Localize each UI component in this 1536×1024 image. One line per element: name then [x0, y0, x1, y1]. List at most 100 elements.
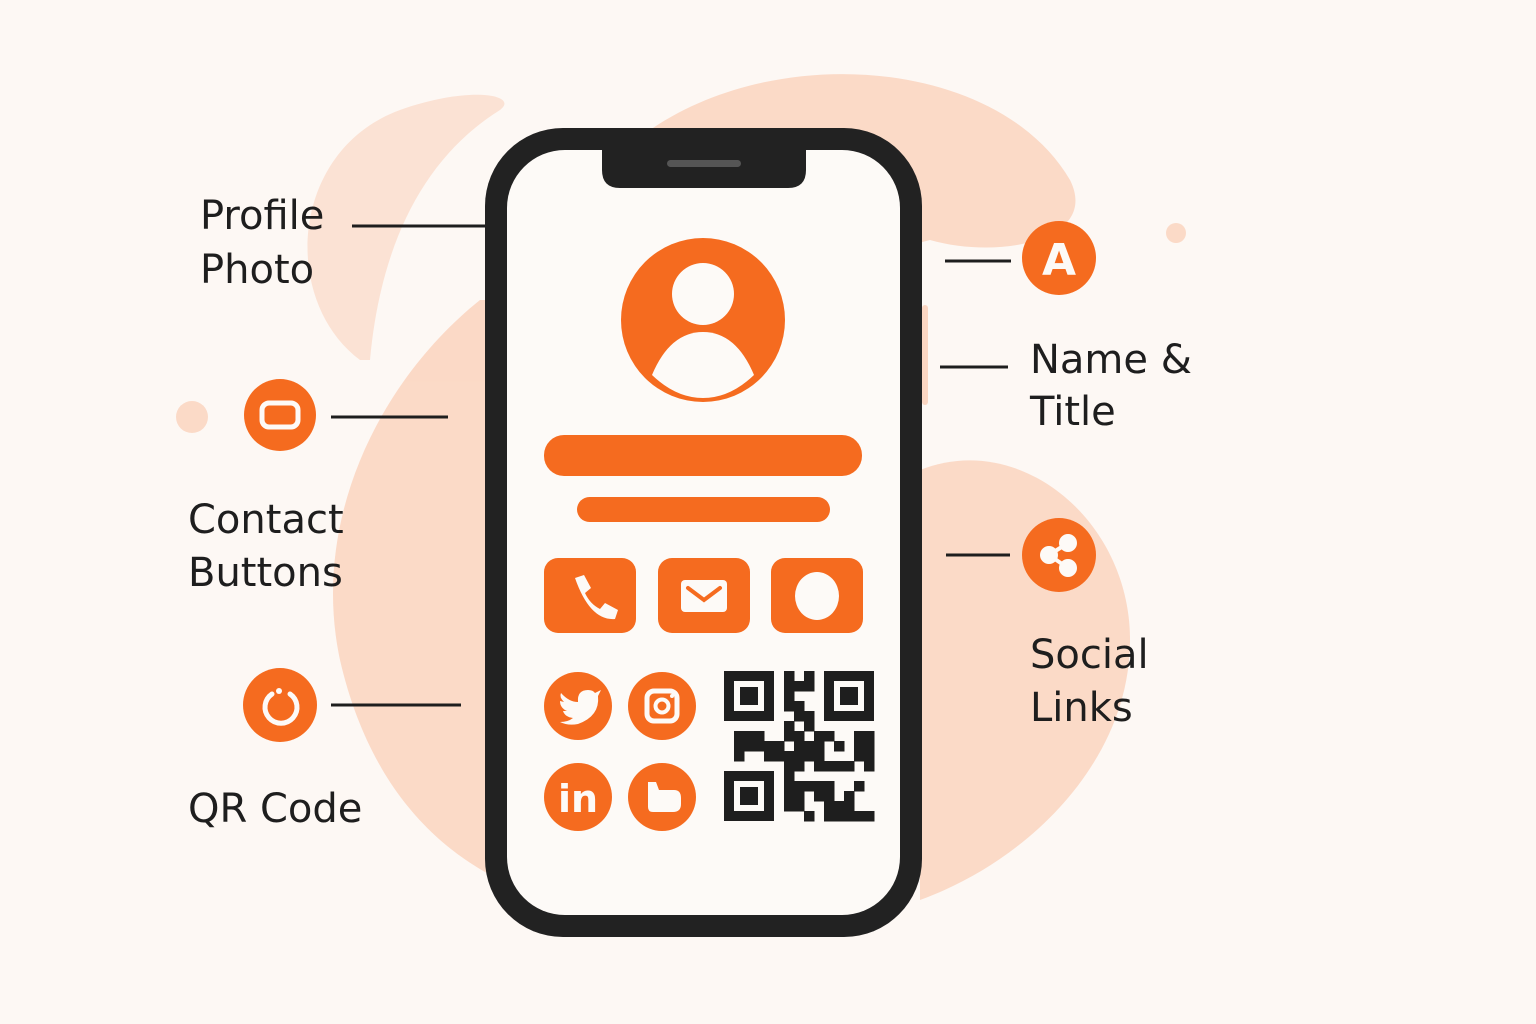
callout-qr-code: QR Code — [188, 668, 461, 832]
label-profile: Profile — [200, 193, 324, 239]
qr-module — [754, 731, 765, 742]
thumbs-up-icon — [648, 782, 681, 812]
qr-module — [734, 731, 745, 742]
qr-module — [784, 731, 795, 742]
qr-module — [804, 811, 815, 822]
qr-callout-circle — [243, 668, 317, 742]
qr-module — [854, 751, 865, 762]
qr-module — [834, 801, 845, 812]
callout-contact-buttons: Contact Buttons — [188, 379, 448, 596]
qr-module — [774, 741, 785, 752]
qr-module — [844, 791, 855, 802]
label-links: Links — [1030, 685, 1133, 731]
qr-module — [794, 751, 805, 762]
qr-module — [844, 761, 855, 772]
twitter-link[interactable] — [544, 672, 612, 740]
callout-profile-photo: Profile Photo — [200, 193, 485, 293]
qr-module — [854, 811, 865, 822]
qr-module — [734, 741, 745, 752]
twitter-icon — [560, 690, 601, 725]
phone: in — [485, 128, 928, 937]
chat-button[interactable] — [771, 558, 863, 633]
avatar-body — [652, 332, 754, 398]
qr-module — [864, 731, 875, 742]
qr-module — [864, 761, 875, 772]
qr-module — [834, 741, 845, 752]
qr-module — [784, 791, 795, 802]
qr-module — [814, 751, 825, 762]
qr-module — [804, 751, 815, 762]
contact-callout-circle — [244, 379, 316, 451]
qr-module — [864, 811, 875, 822]
qr-module — [784, 771, 795, 782]
qr-module — [814, 781, 825, 792]
qr-module — [840, 687, 858, 705]
qr-module — [824, 791, 835, 802]
like-link[interactable] — [628, 763, 696, 831]
callout-name-title: A Name & Title — [940, 221, 1192, 435]
qr-module — [794, 731, 805, 742]
qr-module — [844, 801, 855, 812]
qr-module — [804, 721, 815, 732]
label-qr-code: QR Code — [188, 786, 362, 832]
qr-module — [864, 741, 875, 752]
qr-module — [754, 741, 765, 752]
side-button — [922, 305, 928, 405]
qr-module — [864, 751, 875, 762]
rectangle-icon — [259, 400, 301, 430]
mail-icon — [681, 580, 727, 612]
qr-module — [784, 751, 795, 762]
qr-module — [834, 761, 845, 772]
qr-module — [784, 691, 795, 702]
qr-module — [794, 781, 805, 792]
label-contact: Contact — [188, 497, 344, 543]
instagram-link[interactable] — [628, 672, 696, 740]
qr-module — [794, 681, 805, 692]
qr-module — [794, 711, 805, 722]
qr-module — [774, 751, 785, 762]
qr-module — [740, 687, 758, 705]
instagram-icon — [644, 688, 680, 724]
avatar-head — [672, 263, 734, 325]
qr-code[interactable] — [724, 671, 875, 822]
qr-module — [744, 741, 755, 752]
linkedin-link[interactable]: in — [544, 763, 612, 831]
qr-module — [764, 741, 775, 752]
qr-module — [844, 811, 855, 822]
qr-module — [784, 671, 795, 682]
qr-module — [734, 751, 745, 762]
qr-module — [804, 711, 815, 722]
qr-module — [814, 791, 825, 802]
phone-notch — [602, 150, 806, 188]
qr-module — [824, 811, 835, 822]
qr-module — [794, 701, 805, 712]
qr-module — [794, 801, 805, 812]
qr-module — [784, 781, 795, 792]
qr-module — [794, 791, 805, 802]
qr-module — [854, 731, 865, 742]
email-button[interactable] — [658, 558, 750, 633]
speaker — [667, 160, 741, 167]
qr-module — [784, 681, 795, 692]
qr-module — [804, 671, 815, 682]
label-title: Title — [1029, 389, 1116, 435]
qr-module — [804, 741, 815, 752]
chat-icon — [795, 572, 839, 620]
call-button[interactable] — [544, 558, 636, 633]
profile-avatar[interactable] — [621, 238, 785, 402]
label-social: Social — [1030, 632, 1149, 678]
qr-module — [854, 781, 865, 792]
qr-module — [794, 741, 805, 752]
social-callout-circle — [1022, 518, 1096, 592]
refresh-icon — [262, 688, 300, 726]
label-name: Name & — [1030, 337, 1192, 383]
phone-icon — [575, 575, 618, 620]
qr-module — [814, 761, 825, 772]
qr-module — [834, 811, 845, 822]
label-buttons: Buttons — [188, 550, 343, 596]
label-photo: Photo — [200, 247, 314, 293]
qr-module — [824, 781, 835, 792]
qr-module — [784, 801, 795, 812]
qr-module — [804, 781, 815, 792]
